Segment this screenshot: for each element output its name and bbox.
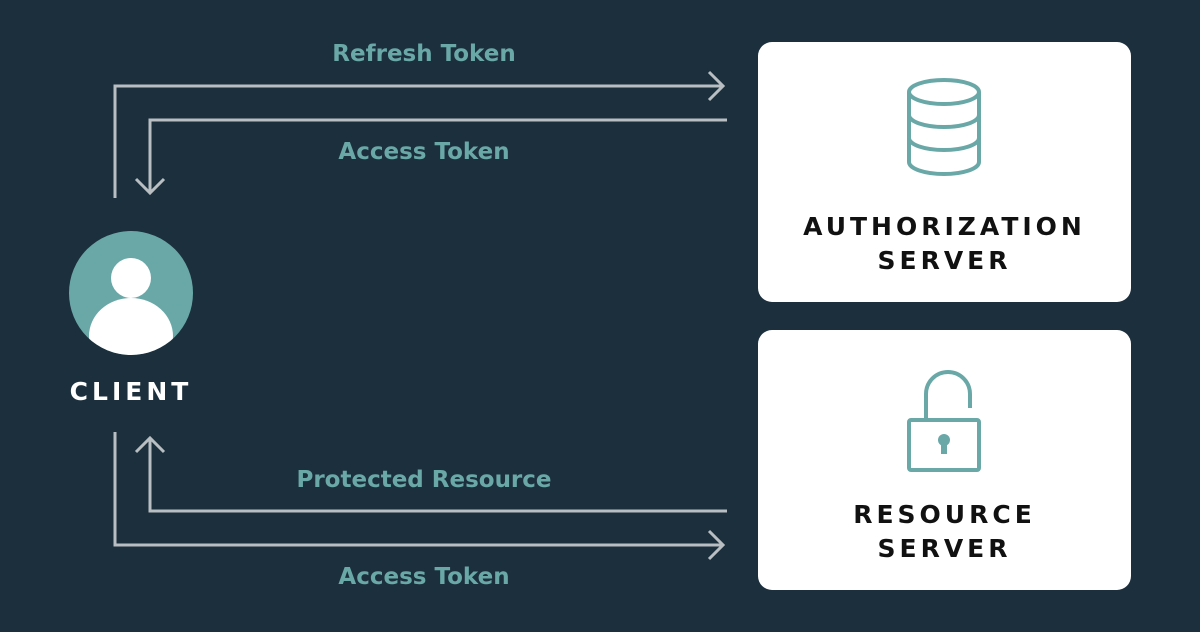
- access-token-top-label: Access Token: [338, 139, 510, 165]
- database-icon: [907, 78, 981, 176]
- authorization-server-title: AUTHORIZATION SERVER: [758, 210, 1131, 278]
- client-label: CLIENT: [69, 377, 193, 406]
- protected-resource-label: Protected Resource: [296, 467, 552, 493]
- lock-icon: [907, 370, 981, 472]
- authorization-server-title-line2: SERVER: [877, 246, 1012, 275]
- access-token-request-arrow: [113, 432, 723, 547]
- authorization-server-title-line1: AUTHORIZATION: [803, 212, 1086, 241]
- protected-resource-arrowhead: [134, 435, 166, 454]
- authorization-server-box: AUTHORIZATION SERVER: [758, 42, 1131, 302]
- access-token-request-arrowhead: [707, 529, 726, 561]
- refresh-token-label: Refresh Token: [332, 41, 516, 67]
- user-avatar-icon: [69, 231, 193, 355]
- access-token-bottom-label: Access Token: [338, 564, 510, 590]
- protected-resource-arrow: [148, 438, 727, 513]
- resource-server-title: RESOURCE SERVER: [758, 498, 1131, 566]
- access-token-return-arrow: [148, 118, 727, 193]
- access-token-return-arrowhead: [134, 177, 166, 196]
- resource-server-title-line2: SERVER: [877, 534, 1012, 563]
- resource-server-title-line1: RESOURCE: [853, 500, 1036, 529]
- refresh-token-arrowhead: [707, 70, 726, 102]
- resource-server-box: RESOURCE SERVER: [758, 330, 1131, 590]
- refresh-token-arrow: [113, 84, 723, 198]
